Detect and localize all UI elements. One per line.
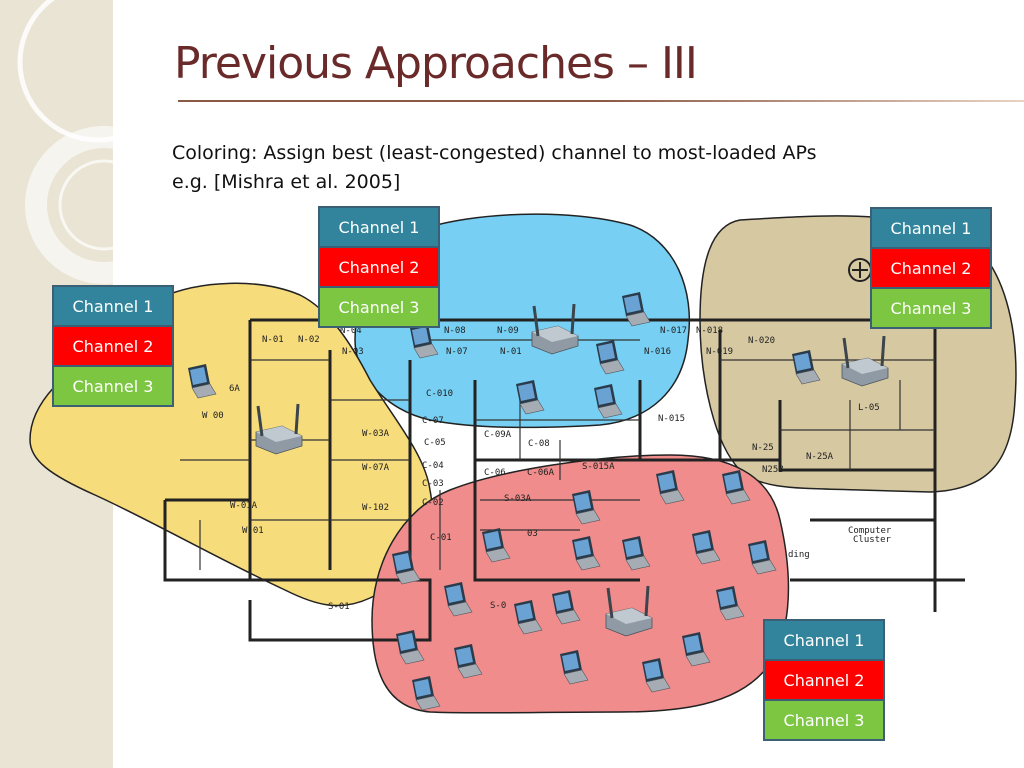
channel-2-option[interactable]: Channel 2: [872, 249, 990, 287]
svg-text:C-01: C-01: [430, 533, 452, 543]
decorative-circles: [17, 0, 183, 284]
room-labels: N-01 N-02 N-04 N-03 N-08 N-07 N-09 N-01 …: [202, 326, 892, 612]
channel-2-option[interactable]: Channel 2: [765, 661, 883, 699]
svg-text:N-09: N-09: [497, 326, 519, 336]
channel-3-option[interactable]: Channel 3: [872, 289, 990, 327]
channel-menu-tan-ap: Channel 1 Channel 2 Channel 3: [870, 207, 992, 329]
svg-text:S-0: S-0: [490, 601, 506, 611]
channel-menu-blue-ap: Channel 1 Channel 2 Channel 3: [318, 206, 440, 328]
channel-1-option[interactable]: Channel 1: [320, 208, 438, 246]
channel-3-option[interactable]: Channel 3: [54, 367, 172, 405]
svg-text:N-01: N-01: [262, 335, 284, 345]
svg-text:N-04: N-04: [340, 326, 362, 336]
channel-1-option[interactable]: Channel 1: [765, 621, 883, 659]
svg-text:W-01: W-01: [242, 526, 264, 536]
svg-text:6A: 6A: [229, 384, 240, 394]
svg-text:C-08: C-08: [528, 439, 550, 449]
channel-3-option[interactable]: Channel 3: [765, 701, 883, 739]
channel-1-option[interactable]: Channel 1: [872, 209, 990, 247]
channel-menu-pink-ap: Channel 1 Channel 2 Channel 3: [763, 619, 885, 741]
svg-text:C-04: C-04: [422, 461, 444, 471]
svg-text:N-08: N-08: [444, 326, 466, 336]
svg-text:N-03: N-03: [342, 347, 364, 357]
svg-text:N-015: N-015: [658, 414, 685, 424]
svg-text:N-019: N-019: [706, 347, 733, 357]
svg-text:C-06: C-06: [484, 468, 506, 478]
svg-text:W-07A: W-07A: [362, 463, 390, 473]
svg-text:W-03A: W-03A: [362, 429, 390, 439]
channel-3-option[interactable]: Channel 3: [320, 288, 438, 326]
svg-text:C-010: C-010: [426, 389, 453, 399]
svg-text:C-07: C-07: [422, 416, 444, 426]
channel-2-option[interactable]: Channel 2: [54, 327, 172, 365]
svg-text:S-03A: S-03A: [504, 494, 532, 504]
channel-2-option[interactable]: Channel 2: [320, 248, 438, 286]
svg-text:C-02: C-02: [422, 498, 444, 508]
svg-text:Computer: Computer: [848, 526, 892, 536]
svg-text:S-015A: S-015A: [582, 462, 615, 472]
svg-text:S-01: S-01: [328, 602, 350, 612]
svg-text:N-016: N-016: [644, 347, 671, 357]
svg-text:N-01: N-01: [500, 347, 522, 357]
svg-text:C-03: C-03: [422, 479, 444, 489]
channel-1-option[interactable]: Channel 1: [54, 287, 172, 325]
compass-icon: [848, 258, 872, 282]
svg-text:ding: ding: [788, 550, 810, 560]
svg-text:N-020: N-020: [748, 336, 775, 346]
svg-text:W 00: W 00: [202, 411, 224, 421]
svg-text:N-017: N-017: [660, 326, 687, 336]
svg-text:Cluster: Cluster: [853, 535, 892, 545]
svg-text:C-06A: C-06A: [527, 468, 555, 478]
svg-text:L-05: L-05: [858, 403, 880, 413]
svg-text:N25B: N25B: [762, 465, 784, 475]
svg-text:N-02: N-02: [298, 335, 320, 345]
title-underline-fade: [600, 100, 1024, 102]
svg-text:N-018: N-018: [696, 326, 723, 336]
svg-text:W-102: W-102: [362, 503, 389, 513]
svg-text:N-25A: N-25A: [806, 452, 834, 462]
svg-text:W-01A: W-01A: [230, 501, 258, 511]
svg-text:03: 03: [527, 529, 538, 539]
channel-menu-yellow-ap: Channel 1 Channel 2 Channel 3: [52, 285, 174, 407]
svg-text:C-09A: C-09A: [484, 430, 512, 440]
svg-text:N-07: N-07: [446, 347, 468, 357]
svg-text:N-25: N-25: [752, 443, 774, 453]
slide-title: Previous Approaches – III: [174, 38, 698, 89]
svg-text:C-05: C-05: [424, 438, 446, 448]
coloring-description: Coloring: Assign best (least-congested) …: [172, 142, 817, 164]
citation: e.g. [Mishra et al. 2005]: [172, 171, 401, 193]
